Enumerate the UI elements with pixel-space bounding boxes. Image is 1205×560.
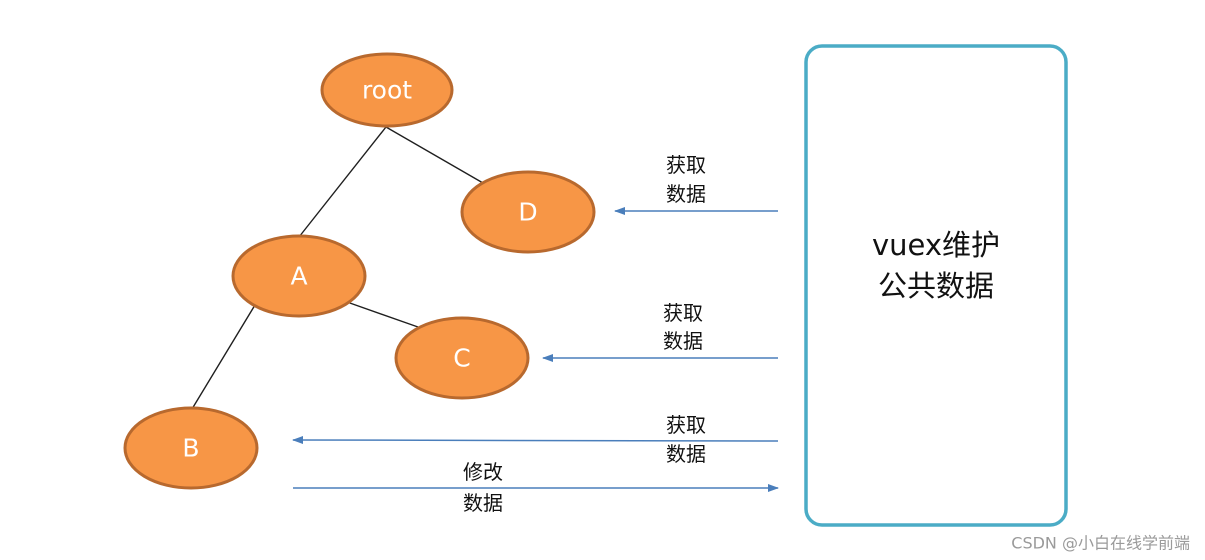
- arrow-store-to-c: 获取 数据: [542, 301, 778, 362]
- node-d-label: D: [518, 198, 537, 227]
- tree-node-d: D: [460, 170, 596, 254]
- node-c-label: C: [453, 344, 470, 373]
- arrow-store-to-d-label-line1: 获取: [666, 153, 706, 177]
- arrow-store-to-c-label-line1: 获取: [663, 301, 703, 325]
- node-d-shape: [460, 170, 596, 254]
- edge-root-a: [298, 126, 387, 238]
- tree-node-b: B: [123, 406, 259, 490]
- arrow-store-to-d-label-line2: 数据: [666, 182, 706, 206]
- tree-node-root: root: [320, 52, 454, 128]
- arrow-store-to-b-label-line2: 数据: [666, 442, 706, 466]
- vuex-store-box: [804, 44, 1068, 527]
- edge-root-d: [385, 126, 484, 184]
- vuex-store: vuex维护 公共数据: [804, 44, 1068, 527]
- watermark: CSDN @小白在线学前端: [1011, 534, 1190, 553]
- node-b-shape: [123, 406, 259, 490]
- arrow-b-to-store-label-line1: 修改: [463, 460, 503, 484]
- arrow-store-to-c-label-line2: 数据: [663, 329, 703, 353]
- arrow-store-to-b: 获取 数据: [292, 413, 779, 466]
- arrow-store-to-b-label-line1: 获取: [666, 413, 706, 437]
- node-a-label: A: [290, 262, 307, 291]
- node-c-shape: [394, 316, 530, 400]
- node-a-shape: [231, 234, 367, 318]
- node-root-label: root: [362, 76, 412, 105]
- arrow-b-to-store-label-line2: 数据: [463, 491, 503, 515]
- edge-a-b: [191, 304, 256, 410]
- arrow-b-to-store: 修改 数据: [293, 460, 779, 515]
- tree-node-a: A: [231, 234, 367, 318]
- edge-a-c: [346, 301, 419, 328]
- vuex-store-title-line2: 公共数据: [878, 269, 994, 303]
- node-b-label: B: [182, 434, 199, 463]
- tree-edges: [191, 126, 484, 410]
- tree-node-c: C: [394, 316, 530, 400]
- arrow-store-to-b-line: [292, 436, 779, 445]
- vuex-store-title-line1: vuex维护: [872, 228, 1000, 262]
- node-root-shape: [320, 52, 454, 128]
- arrow-store-to-d: 获取 数据: [614, 153, 778, 215]
